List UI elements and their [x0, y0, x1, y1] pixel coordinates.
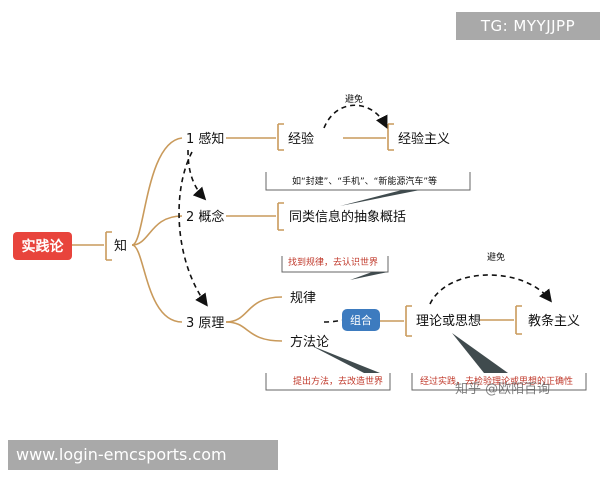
- annotation-brackets: [265, 172, 587, 391]
- branch-perception: 1 感知: [186, 131, 224, 147]
- method-label: 方法论: [290, 334, 329, 350]
- combine-node-label: 组合: [350, 313, 372, 327]
- node-labels: 知 1 感知 2 概念 3 原理 经验 经验主义 同类信息的抽象概括 规律 方法…: [114, 131, 580, 350]
- connectors: [72, 123, 522, 342]
- root-node-label: 实践论: [22, 238, 65, 255]
- empiricism-label: 经验主义: [398, 131, 450, 147]
- experience-label: 经验: [288, 131, 314, 147]
- law-label: 规律: [290, 291, 316, 306]
- branch-principle: 3 原理: [186, 316, 224, 331]
- dogmatism-label: 教条主义: [528, 313, 580, 329]
- url-overlay-label: www.login-emcsports.com: [8, 440, 278, 470]
- watermark: 知乎 @欧阳百询: [455, 382, 551, 397]
- law-note: 找到规律，去认识世界: [288, 256, 378, 268]
- abstraction-label: 同类信息的抽象概括: [289, 209, 406, 225]
- method-note: 提出方法，去改造世界: [293, 375, 383, 387]
- practice-note: 经过实践，去检验理论或思想的正确性: [420, 375, 573, 387]
- know-label: 知: [114, 238, 127, 254]
- avoid-label-2: 避免: [487, 251, 505, 263]
- avoid-label-1: 避免: [345, 93, 363, 105]
- theory-label: 理论或思想: [416, 313, 481, 329]
- examples-note: 如“封建”、“手机”、“新能源汽车”等: [292, 175, 437, 187]
- branch-concept: 2 概念: [186, 209, 224, 225]
- root-node-box: [13, 232, 72, 260]
- small-notes: 避免 避免 如“封建”、“手机”、“新能源汽车”等: [292, 93, 505, 263]
- tg-overlay-label: TG: MYYJJPP: [456, 12, 600, 40]
- combine-node-box: [342, 309, 380, 331]
- red-notes: 找到规律，去认识世界 提出方法，去改造世界 经过实践，去检验理论或思想的正确性: [288, 256, 573, 387]
- callout-wedges: [310, 190, 508, 373]
